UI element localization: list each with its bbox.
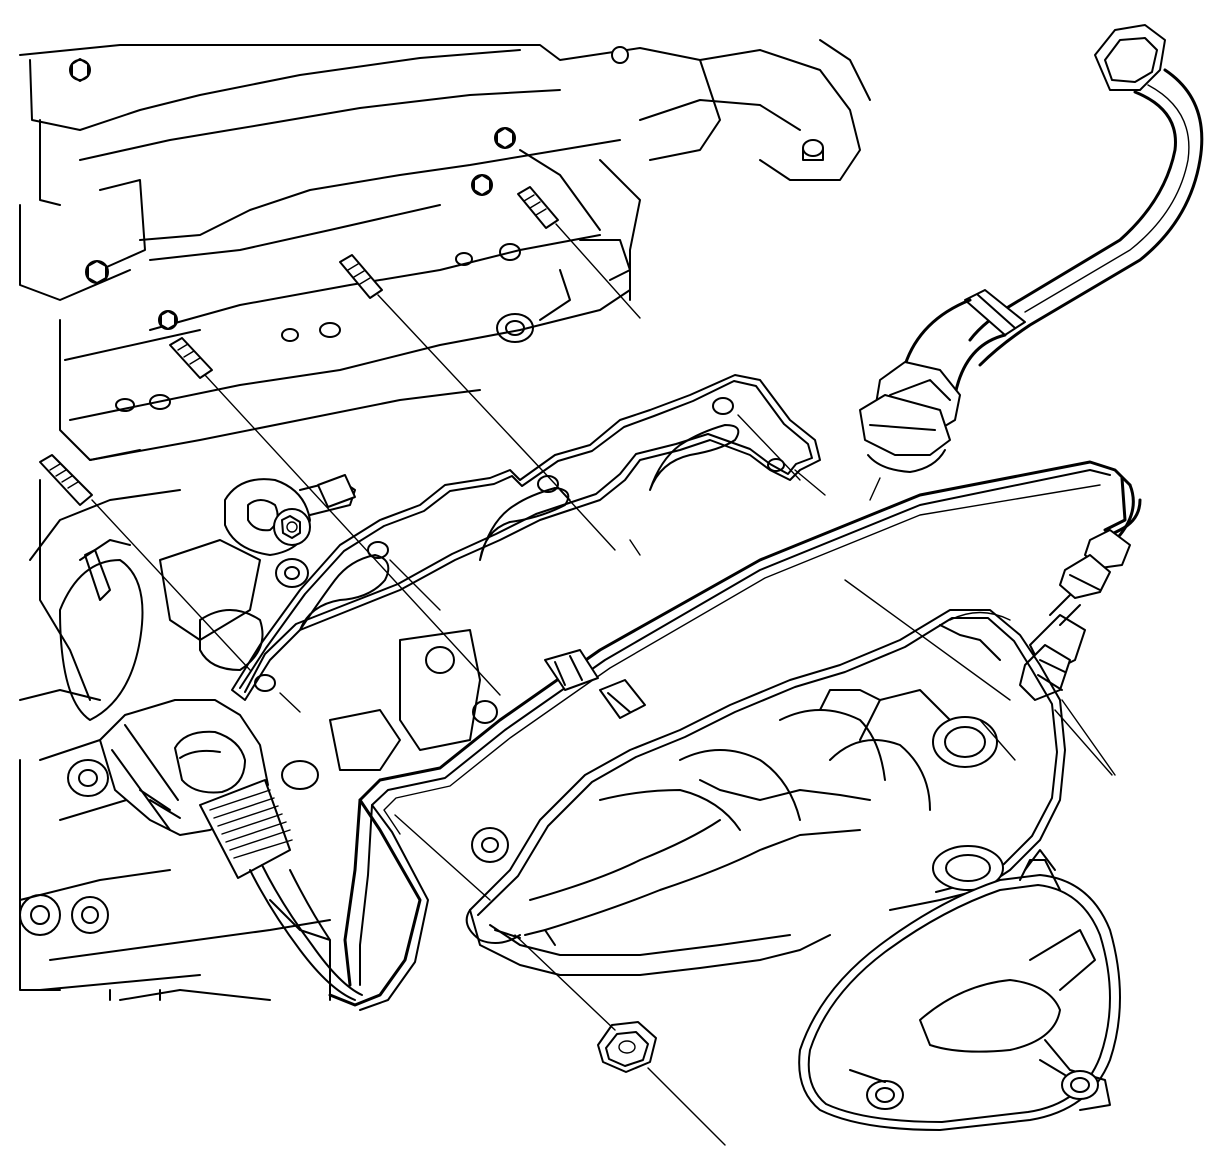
manifold-studs (39, 186, 641, 696)
stud-icon (169, 337, 213, 379)
stud-icon (339, 254, 383, 299)
exhaust-manifold (465, 609, 1066, 976)
stud-icon (39, 454, 93, 506)
torx-bolt-icon (273, 508, 311, 546)
stud-icon (317, 474, 356, 508)
head-bolt-icon (69, 58, 91, 82)
heat-shield-icon (798, 849, 1121, 1131)
pipe-fitting-icon (1094, 24, 1166, 91)
head-bolt-icon (471, 174, 493, 196)
engine-block (19, 39, 871, 1001)
hex-nut-icon (597, 1021, 657, 1073)
electrical-connector (99, 699, 363, 1001)
head-bolt-icon (158, 310, 178, 330)
oxygen-sensor-icon (1019, 529, 1131, 701)
stud-icon (517, 186, 559, 229)
egr-pipe (328, 24, 1204, 1011)
leader-lines (394, 477, 1116, 901)
manifold-nut (514, 934, 726, 1146)
connector-icon (174, 730, 246, 794)
oxygen-sensor (1019, 483, 1135, 776)
head-bolt-icon (611, 46, 629, 64)
head-bolt-icon (494, 127, 516, 149)
head-bolt-icon (85, 260, 109, 284)
exhaust-manifold-gasket (231, 374, 826, 713)
heat-shield (798, 849, 1121, 1131)
